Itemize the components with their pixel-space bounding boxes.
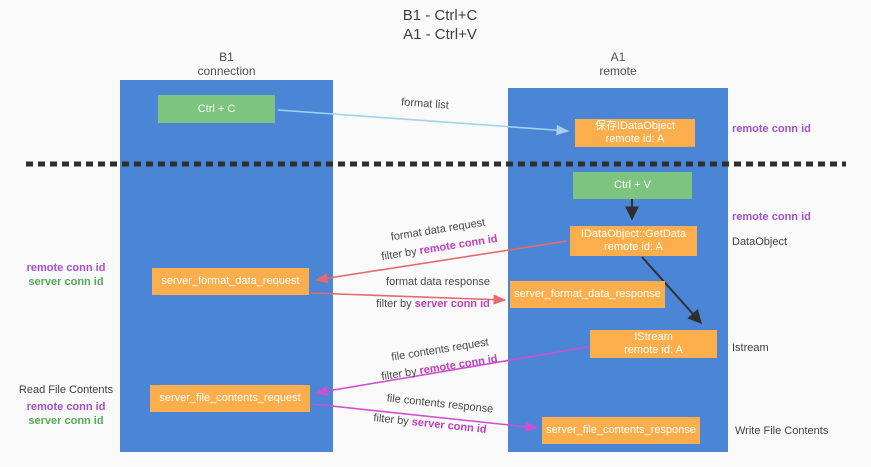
left-label-read-file-contents: Read File Contents <box>18 384 114 396</box>
left-label-read-file-contents-group: Read File Contents remote conn id server… <box>12 383 120 428</box>
node-idataobject-getdata: IDataObject::GetData remote id: A <box>570 226 697 256</box>
node-istream-line1: IStream <box>634 331 673 343</box>
filter-by-text: filter by <box>380 245 418 264</box>
page-title-line2: A1 - Ctrl+V <box>403 26 477 43</box>
left-label-server-conn-id-2: server conn id <box>28 415 104 427</box>
left-label-server-conn-id-1: server conn id <box>28 276 104 288</box>
left-label-remote-conn-id-2: remote conn id <box>26 401 106 413</box>
node-save-idataobject: 保存IDataObject remote id: A <box>575 119 695 147</box>
right-label-remote-conn-id-1: remote conn id <box>732 123 811 135</box>
right-label-write-file-contents: Write File Contents <box>735 425 829 437</box>
node-file-request-label: server_file_contents_request <box>159 392 301 404</box>
right-label-remote-conn-id-2: remote conn id <box>732 211 811 223</box>
right-label-dataobject: DataObject <box>732 236 788 248</box>
node-format-response-label: server_format_data_response <box>514 288 661 300</box>
filter-by-text: filter by <box>372 412 410 428</box>
label-filter-by-server-1: filter by server conn id <box>348 298 518 310</box>
lane-a1-name: A1 <box>610 50 626 64</box>
lane-b1-name: B1 <box>219 50 234 64</box>
lane-b1-role: connection <box>197 64 256 78</box>
node-getdata-line1: IDataObject::GetData <box>580 228 687 240</box>
filter-by-text: filter by <box>376 298 412 310</box>
node-file-response-label: server_file_contents_response <box>546 424 696 436</box>
lane-a1-role: remote <box>599 64 637 78</box>
node-ctrl-c: Ctrl + C <box>158 95 275 123</box>
label-format-list: format list <box>400 96 450 112</box>
left-label-remote-conn-id-1: remote conn id <box>26 262 106 274</box>
node-ctrl-v-label: Ctrl + V <box>614 179 651 191</box>
lane-header-b1: B1 connection <box>120 50 333 78</box>
filter-by-text: filter by <box>380 365 418 384</box>
node-server-file-contents-request: server_file_contents_request <box>150 385 310 412</box>
node-save-idataobject-line1: 保存IDataObject <box>594 120 676 132</box>
node-getdata-line2: remote id: A <box>604 241 663 253</box>
server-conn-id-text: server conn id <box>414 298 490 310</box>
node-istream: IStream remote id: A <box>590 330 717 358</box>
node-format-request-label: server_format_data_request <box>161 275 300 287</box>
node-server-file-contents-response: server_file_contents_response <box>542 417 700 444</box>
lane-header-a1: A1 remote <box>508 50 728 78</box>
page-title-line1: B1 - Ctrl+C <box>402 7 478 24</box>
node-istream-line2: remote id: A <box>624 344 683 356</box>
server-conn-id-text: server conn id <box>411 416 488 436</box>
node-server-format-data-request: server_format_data_request <box>152 268 309 295</box>
label-format-data-response: format data response <box>386 276 490 288</box>
left-label-conn-ids-top: remote conn id server conn id <box>18 261 114 289</box>
node-ctrl-c-label: Ctrl + C <box>197 102 236 115</box>
right-label-istream: Istream <box>732 342 769 354</box>
node-save-idataobject-line2: remote id: A <box>605 133 665 145</box>
node-ctrl-v: Ctrl + V <box>573 172 692 199</box>
node-server-format-data-response: server_format_data_response <box>510 281 665 308</box>
